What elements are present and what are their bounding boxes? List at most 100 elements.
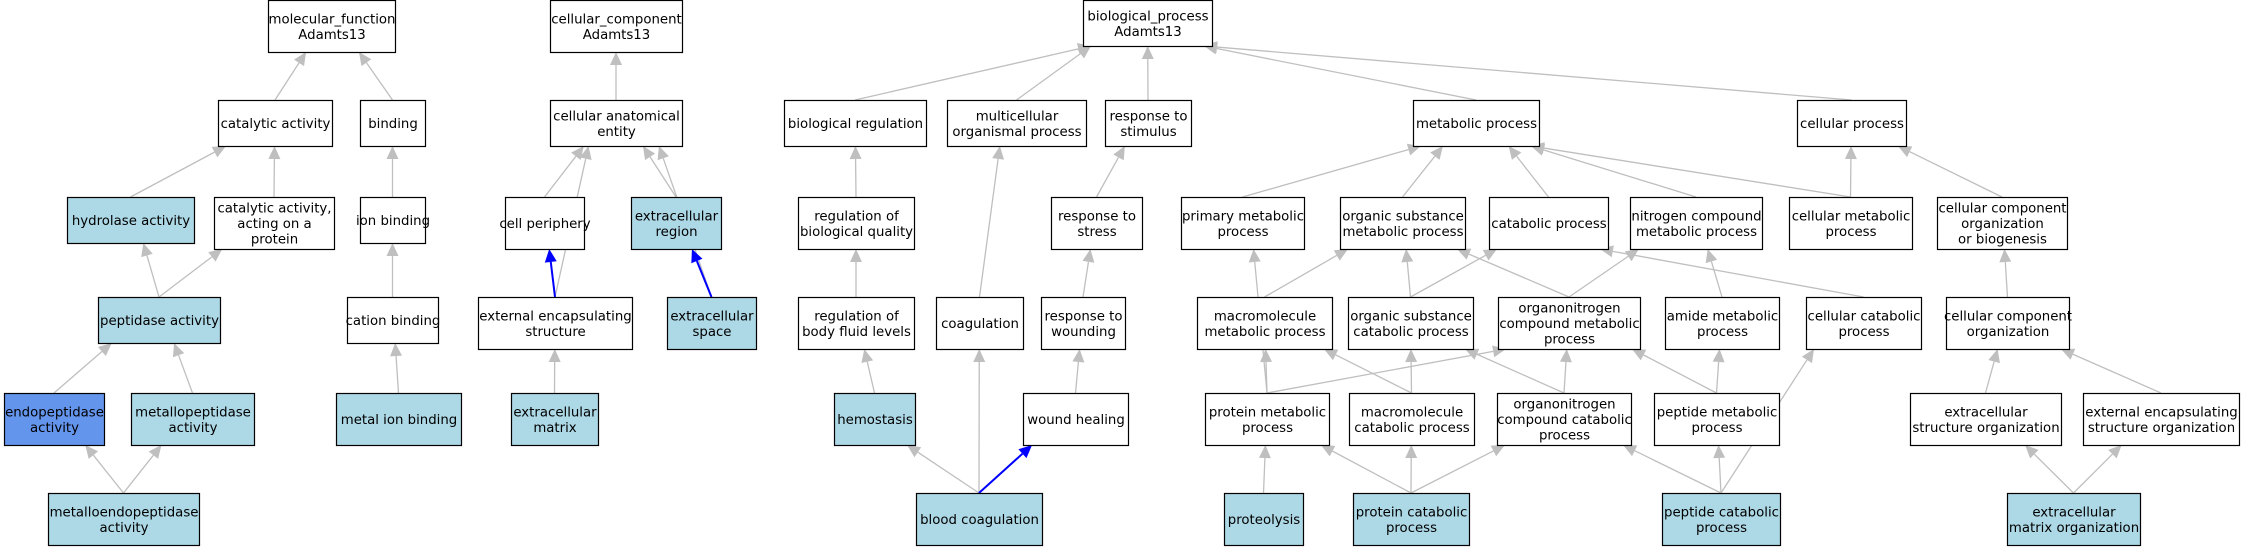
- edge-org_sub_cat-to-org_sub_met: [1401, 249, 1414, 298]
- arrowhead-icon: [1623, 445, 1638, 457]
- arrowhead-icon: [1405, 445, 1418, 459]
- node-coagulation[interactable]: coagulation: [935, 296, 1025, 351]
- node-label: cellular component: [1944, 309, 2072, 324]
- arrowhead-icon: [1999, 249, 2012, 263]
- node-label: primary metabolic: [1182, 209, 1304, 224]
- node-box: [1196, 296, 1334, 351]
- node-blood_coag[interactable]: blood coagulation: [915, 492, 1044, 547]
- arrowhead-icon: [1113, 146, 1125, 161]
- edge-cell_cat-to-catabolic: [1600, 245, 1864, 298]
- node-label: process: [1696, 521, 1747, 536]
- node-label: cell periphery: [499, 217, 590, 232]
- edge-org_sub_cat-to-catabolic: [1410, 249, 1497, 298]
- node-box: [3, 392, 106, 447]
- edge-metalloendo-to-endopep: [85, 445, 125, 494]
- node-periphery[interactable]: cell periphery: [499, 196, 591, 251]
- node-catabolic[interactable]: catabolic process: [1488, 196, 1610, 251]
- node-wound_heal[interactable]: wound healing: [1022, 392, 1130, 447]
- node-peptidase[interactable]: peptidase activity: [97, 296, 222, 345]
- arrowhead-icon: [1988, 349, 2000, 364]
- arrowhead-icon: [358, 52, 372, 67]
- node-label: metal ion binding: [341, 413, 457, 428]
- edge-metal_ion-to-cation_binding: [390, 343, 403, 394]
- node-label: matrix organization: [2009, 521, 2139, 536]
- arrowhead-icon: [2025, 445, 2039, 459]
- node-metal_ion[interactable]: metal ion binding: [335, 392, 463, 447]
- arrowhead-icon: [992, 146, 1005, 160]
- node-box: [630, 196, 723, 251]
- edge-organonitrogen-to-org_sub_met: [1457, 248, 1570, 298]
- node-label: biological regulation: [788, 117, 923, 132]
- node-box: [1805, 296, 1923, 351]
- node-label: amide metabolic: [1667, 309, 1778, 324]
- node-bio_reg[interactable]: biological regulation: [783, 99, 928, 148]
- node-label: extracellular: [2032, 505, 2116, 520]
- node-label: response to: [1045, 309, 1123, 324]
- arrowhead-icon: [1712, 349, 1725, 363]
- arrowhead-icon: [172, 343, 185, 358]
- node-metabolic[interactable]: metabolic process: [1412, 99, 1541, 148]
- arrowhead-icon: [657, 146, 669, 161]
- edge-blood_coag-to-hemostasis: [907, 445, 980, 494]
- edge-amide-to-nitrogen: [1705, 249, 1723, 298]
- node-hemostasis[interactable]: hemostasis: [833, 392, 917, 447]
- node-cellular[interactable]: cellular process: [1796, 99, 1908, 148]
- edge-blood_coag-to-coagulation: [973, 349, 986, 494]
- node-binding[interactable]: binding: [359, 99, 427, 148]
- node-box: [477, 296, 634, 351]
- node-ion_binding[interactable]: ion binding: [356, 196, 430, 245]
- node-box: [1339, 196, 1467, 251]
- node-hydrolase[interactable]: hydrolase activity: [66, 196, 196, 245]
- node-label: wounding: [1051, 325, 1116, 340]
- edge-proteolysis-to-protein_met: [1258, 445, 1271, 494]
- arrowhead-icon: [1141, 46, 1154, 60]
- arrowhead-icon: [1401, 249, 1414, 263]
- arrowhead-icon: [211, 146, 226, 158]
- arrowhead-icon: [141, 243, 153, 258]
- node-cat_act[interactable]: catalytic activity: [217, 99, 334, 148]
- node-cation_binding[interactable]: cation binding: [346, 296, 441, 345]
- node-box: [1204, 392, 1331, 447]
- edge-metallopep-to-peptidase: [172, 343, 194, 394]
- arrowhead-icon: [85, 445, 99, 459]
- node-proteolysis[interactable]: proteolysis: [1223, 492, 1305, 547]
